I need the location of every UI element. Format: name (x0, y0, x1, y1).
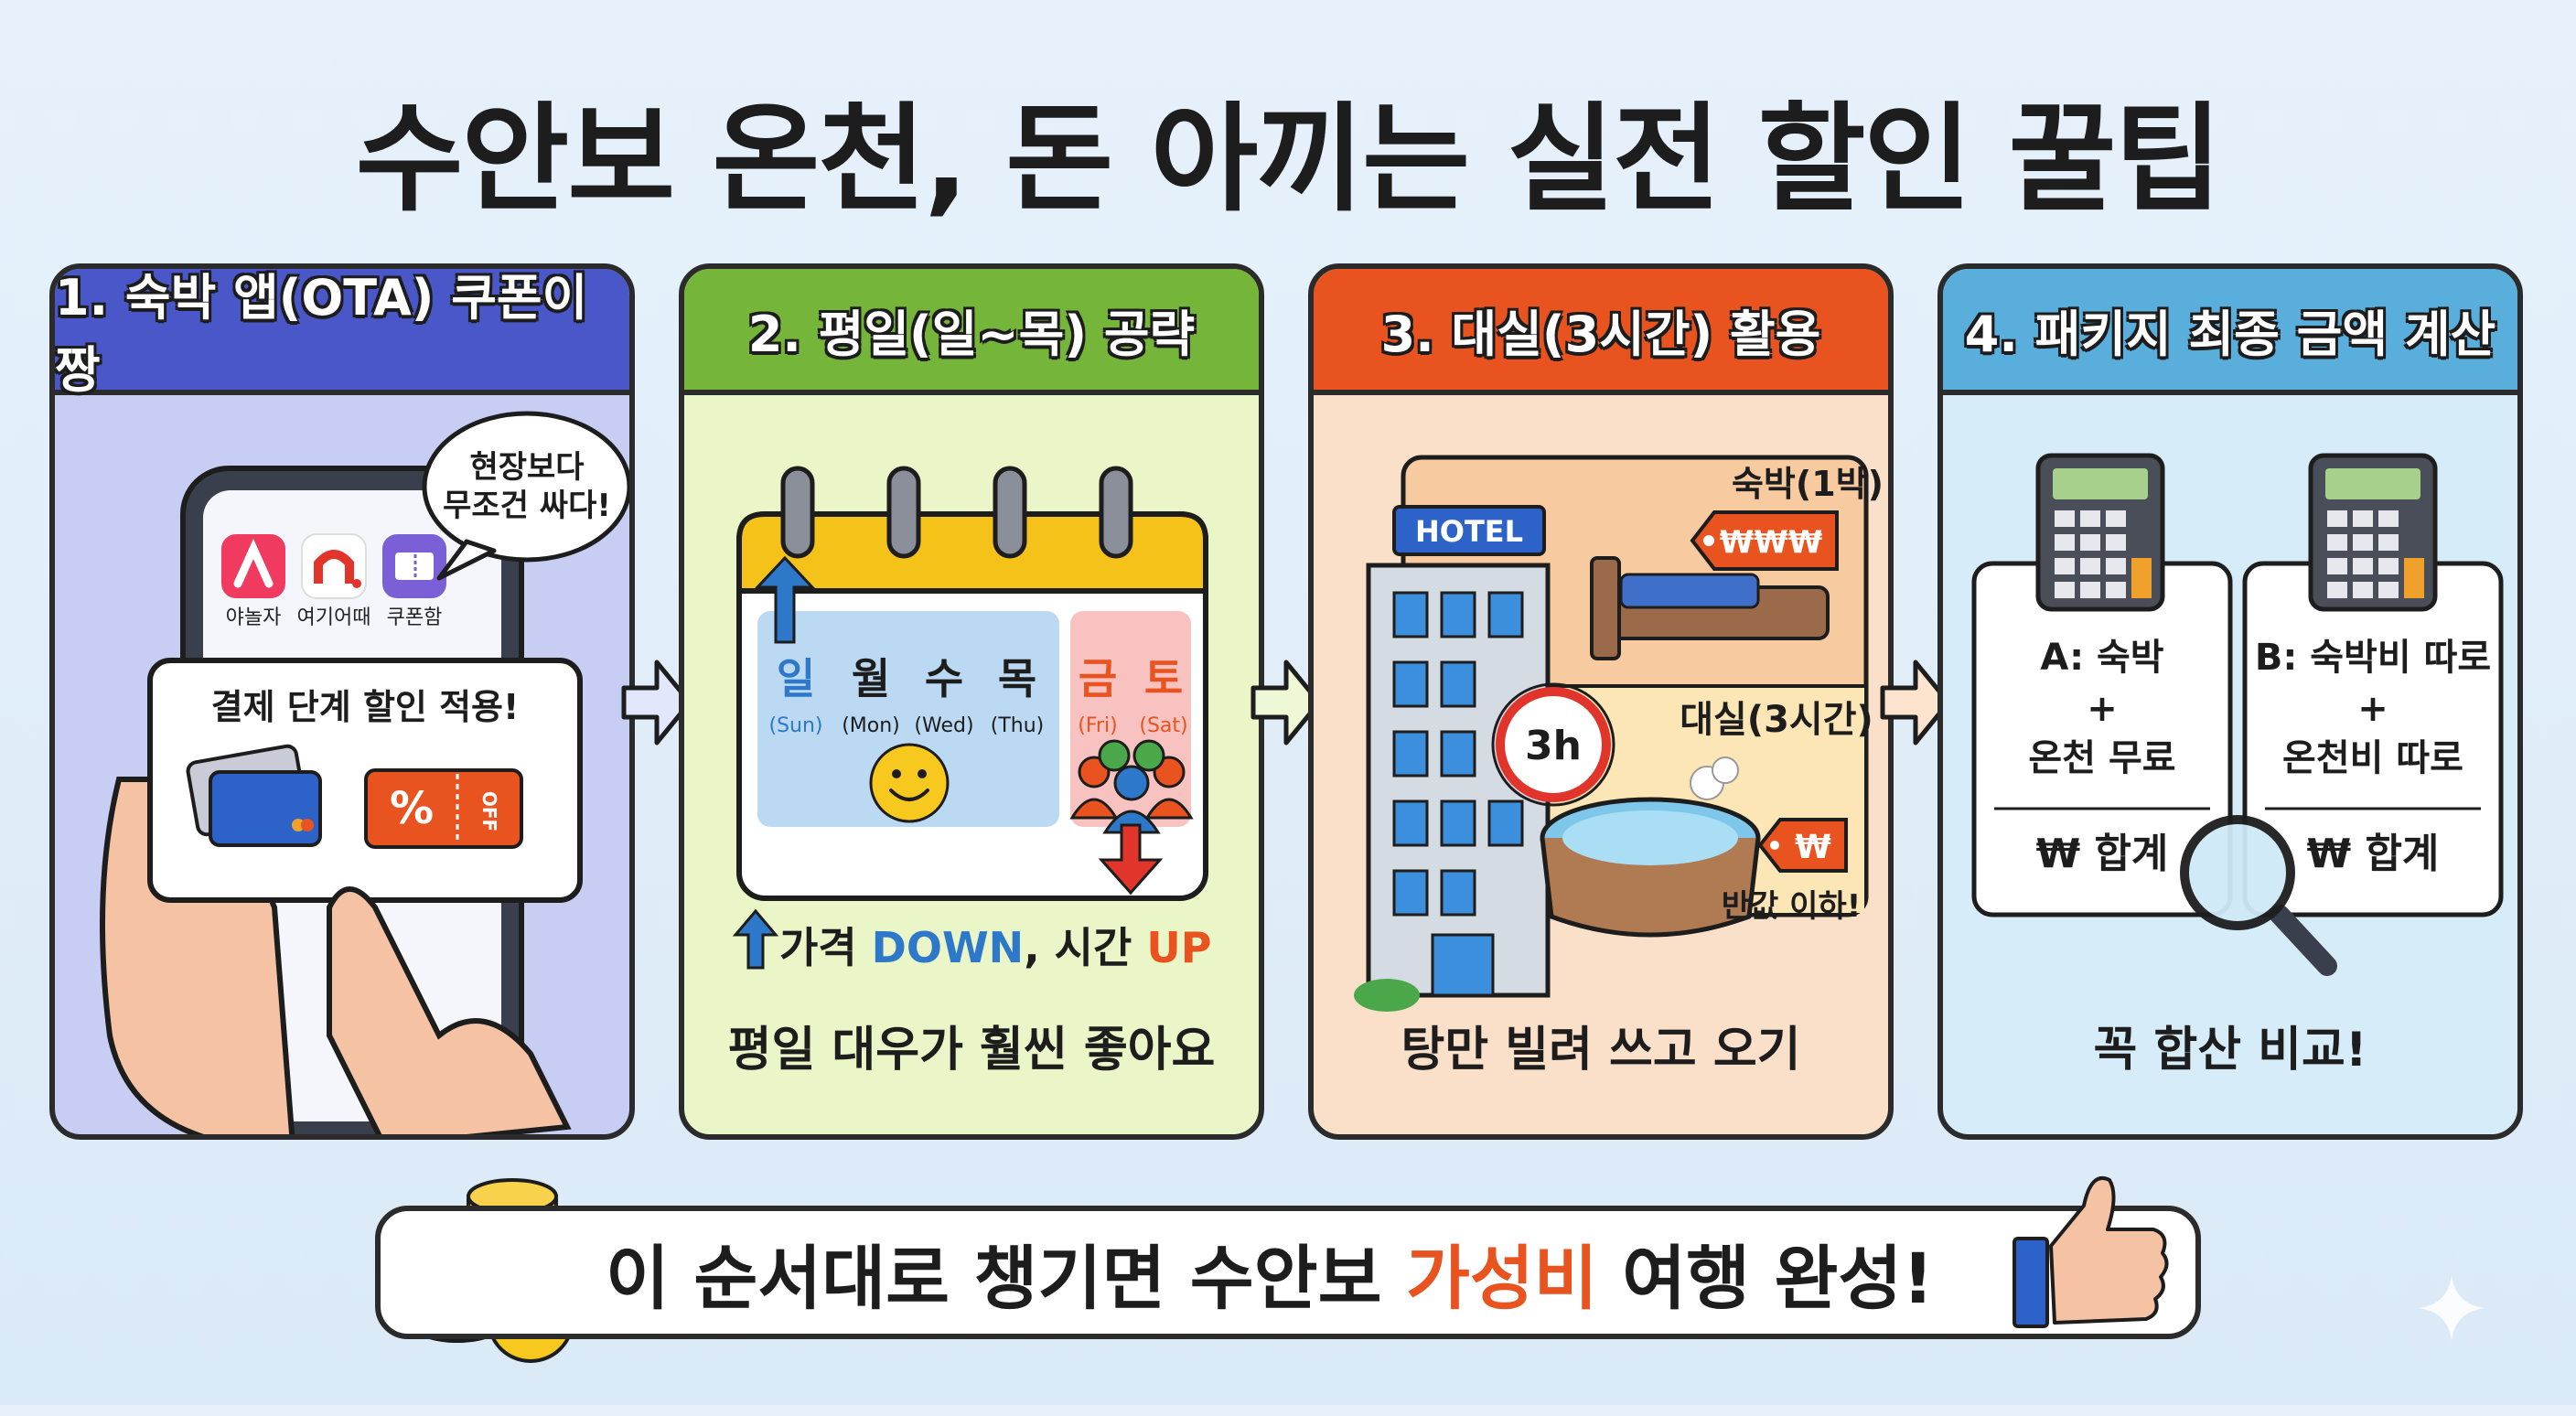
arrow-right-icon (1250, 660, 1322, 746)
rest-label: 대실(3시간) (1680, 699, 1873, 741)
stay-price: ₩₩₩ (1720, 524, 1823, 561)
app-label: 여기어때 (297, 606, 371, 629)
coupon-icon: % OFF (364, 768, 523, 849)
panel-header: 3. 대실(3시간) 활용 (1314, 269, 1888, 395)
arrow-up-icon (732, 908, 779, 970)
rest-price: ₩ (1795, 829, 1831, 866)
sparkle-icon (2419, 1275, 2485, 1341)
phone-illustration: 야놀자 여기어때 쿠폰함 현장보다 무조건 싸다! 결제 단계 할인 적용! %… (100, 411, 629, 1134)
panel-footer: 탕만 빌려 쓰고 오기 (1401, 1023, 1801, 1078)
option-text: 온천비 따로 (2282, 737, 2463, 779)
bed-icon (1590, 556, 1830, 660)
day-english: (Wed) (914, 714, 973, 737)
hotel-sign: HOTEL (1415, 514, 1523, 549)
summary-text: 이 순서대로 챙기면 수안보 가성비 여행 완성! (606, 1238, 1934, 1319)
day-english: (Mon) (842, 714, 900, 737)
coupon-percent: % (390, 783, 434, 834)
rest-note: 반값 이하! (1722, 888, 1861, 925)
yanolja-icon (221, 534, 285, 598)
card-title: 결제 단계 할인 적용! (211, 687, 520, 727)
price-tag-icon: ₩₩₩ (1690, 510, 1839, 571)
panel-ota-coupon: 1. 숙박 앱(OTA) 쿠폰이 짱 야놀자 여기어때 쿠폰함 현장보다 무조건… (49, 263, 635, 1140)
panel-title: 1. 숙박 앱(OTA) 쿠폰이 짱 (55, 269, 588, 399)
coupon-off: OFF (478, 791, 500, 831)
day-english: (Sun) (768, 714, 822, 737)
panel-title: 4. 패키지 최종 금액 계산 (1964, 305, 2496, 363)
day-label: 토 (1144, 654, 1183, 703)
price-tag-icon: ₩ (1757, 818, 1848, 873)
arrow-down-icon (1098, 823, 1164, 896)
day-label: 일 (777, 654, 815, 703)
calendar-illustration: 일 월 수 목 (Sun) (Mon) (Wed) (Thu) 금 토 (Fri… (732, 466, 1211, 972)
coupon-box-icon (382, 534, 446, 598)
panel-footer: 꼭 합산 비교! (2093, 1023, 2367, 1078)
app-label: 야놀자 (226, 606, 282, 629)
bubble-text: 무조건 싸다! (443, 488, 611, 524)
calculation-illustration: A: 숙박 + 온천 무료 ₩ 합계 B: 숙박비 따로 + 온천비 따로 ₩ … (1971, 453, 2504, 976)
pointing-hand (327, 886, 572, 1134)
option-text: 온천 무료 (2028, 737, 2175, 779)
arrow-right-icon (1880, 660, 1951, 746)
stay-label: 숙박(1박) (1732, 464, 1884, 504)
panel-header: 1. 숙박 앱(OTA) 쿠폰이 짱 (55, 269, 629, 399)
summary-highlight: 가성비 (1405, 1238, 1598, 1319)
option-total: ₩ 합계 (2307, 831, 2440, 877)
panel-footer: 평일 대우가 훨씬 좋아요 (727, 1023, 1216, 1078)
option-total: ₩ 합계 (2036, 831, 2169, 877)
day-english: (Thu) (991, 714, 1045, 737)
day-label: 금 (1079, 654, 1117, 703)
panel-title: 2. 평일(일~목) 공략 (747, 305, 1196, 363)
panel-title: 3. 대실(3시간) 활용 (1380, 305, 1821, 363)
arrow-up-icon (754, 555, 816, 644)
magnifier-icon (2180, 815, 2337, 976)
weekend-row: 금 토 (Fri) (Sat) (1078, 654, 1187, 737)
page-title: 수안보 온천, 돈 아끼는 실전 할인 꿀팁 (355, 91, 2222, 228)
weekday-row: 일 월 수 목 (Sun) (Mon) (Wed) (Thu) (768, 654, 1044, 737)
panel-day-use: 3. 대실(3시간) 활용 ₩₩₩ 숙박(1박) HOTEL 3h 대실(3시간… (1308, 263, 1894, 1140)
thumbs-up-icon (2012, 1176, 2169, 1328)
panel-header: 4. 패키지 최종 금액 계산 (1943, 269, 2517, 395)
summary-banner: 이 순서대로 챙기면 수안보 가성비 여행 완성! (375, 1206, 2201, 1339)
day-label: 월 (852, 654, 890, 703)
yeogi-icon (301, 533, 367, 599)
day-english: (Sat) (1139, 714, 1187, 737)
clock-icon: 3h (1491, 682, 1615, 807)
speech-bubble: 현장보다 무조건 싸다! (422, 411, 629, 581)
option-text: + (2087, 688, 2118, 730)
bathtub-icon (1540, 756, 1761, 938)
crowd-icon (1069, 739, 1194, 834)
hotel-illustration: ₩₩₩ 숙박(1박) HOTEL 3h 대실(3시간) ₩ 반값 이하! (1354, 455, 1884, 1012)
option-text: B: 숙박비 따로 (2255, 637, 2491, 679)
smiley-icon (869, 743, 950, 823)
day-label: 수 (925, 654, 963, 703)
bubble-text: 현장보다 (469, 449, 584, 486)
panel-header: 2. 평일(일~목) 공략 (684, 269, 1259, 395)
panel-package-calc: 4. 패키지 최종 금액 계산 A: 숙박 + 온천 무료 ₩ 합계 B: 숙박… (1937, 263, 2523, 1140)
day-label: 목 (998, 654, 1036, 703)
arrow-right-icon (621, 660, 692, 746)
option-text: + (2357, 688, 2388, 730)
day-english: (Fri) (1078, 714, 1117, 737)
credit-card-icon (186, 744, 322, 847)
app-label: 쿠폰함 (387, 606, 443, 629)
panel-weekday: 2. 평일(일~목) 공략 일 월 수 목 (Sun) (Mon) (Wed) … (679, 263, 1264, 1140)
calculator-icon (2035, 453, 2165, 612)
payment-card: 결제 단계 할인 적용! % OFF (147, 658, 583, 903)
option-text: A: 숙박 (2040, 637, 2163, 679)
calculator-icon (2308, 453, 2438, 612)
clock-label: 3h (1525, 723, 1582, 769)
price-time-text: 가격 DOWN, 시간 UP (779, 923, 1211, 972)
